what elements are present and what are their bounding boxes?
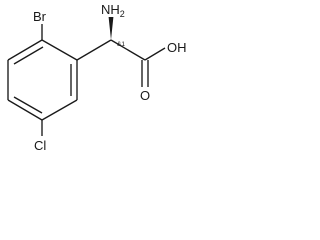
ring-inner-double-bond-bottom [13, 96, 43, 114]
ring-bond-c1-c2 [41, 39, 78, 61]
amine-subscript: 2 [120, 9, 125, 19]
chlorine-atom-label: Cl [34, 138, 46, 153]
stereo-wedge-bond [108, 17, 114, 40]
amine-atom-label: NH2 [101, 2, 125, 19]
bond-carboxyl-oh [144, 47, 166, 61]
ring-bond-c4-c5 [7, 99, 43, 121]
chemical-structure-diagram: Br Cl NH2 &1 OH O [7, 2, 187, 153]
hydroxyl-atom-label: OH [167, 40, 187, 55]
ring-bond-c5-c6 [41, 99, 78, 121]
benzene-ring [7, 39, 78, 121]
bromine-atom-label: Br [33, 9, 47, 24]
ring-bond-c2-c3 [7, 39, 43, 61]
stereo-marker-label: &1 [117, 41, 125, 48]
bond-alpha-carbon-carboxyl [110, 39, 146, 61]
carbonyl-oxygen-label: O [140, 88, 150, 103]
ring-inner-double-bond-top [13, 46, 44, 65]
bond-ring-alpha-carbon [76, 39, 112, 61]
